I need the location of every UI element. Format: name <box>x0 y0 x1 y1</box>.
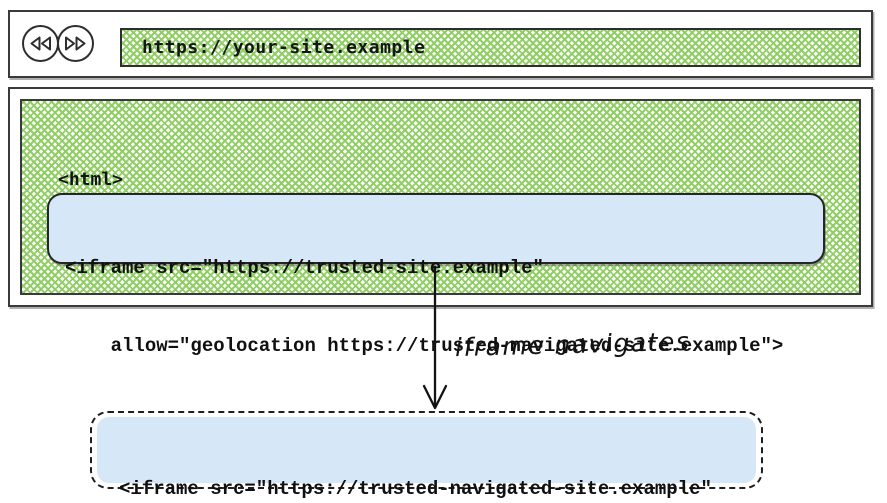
page-content: <html> // your-site.example code <iframe… <box>20 99 861 357</box>
browser-window: <html> // your-site.example code <iframe… <box>8 87 873 357</box>
forward-icon <box>63 35 88 52</box>
back-button[interactable] <box>22 25 59 62</box>
navigated-iframe-fill: <iframe src="https://trusted-navigated-s… <box>97 417 756 500</box>
navigated-iframe-src-line: <iframe src="https://trusted-navigated-s… <box>119 478 712 500</box>
url-bar[interactable]: https://your-site.example <box>120 28 861 67</box>
navigation-arrow-icon <box>422 266 448 410</box>
iframe-src-line: <iframe src="https://trusted-site.exampl… <box>65 257 544 279</box>
back-icon <box>28 35 53 52</box>
embedded-iframe-box: <iframe src="https://trusted-site.exampl… <box>47 193 825 357</box>
html-open-tag: <html> <box>58 169 124 190</box>
navigated-iframe-code: <iframe src="https://trusted-navigated-s… <box>119 424 756 503</box>
embedded-iframe-code: <iframe src="https://trusted-site.exampl… <box>49 195 823 411</box>
url-text: https://your-site.example <box>142 37 426 58</box>
iframe-allow-line: allow="geolocation https://trusted-navig… <box>65 335 784 357</box>
navigated-iframe-box: <iframe src="https://trusted-navigated-s… <box>90 411 763 500</box>
arrow-label: iframe navigates <box>454 326 691 363</box>
browser-toolbar: https://your-site.example <box>8 10 873 78</box>
forward-button[interactable] <box>57 25 94 62</box>
